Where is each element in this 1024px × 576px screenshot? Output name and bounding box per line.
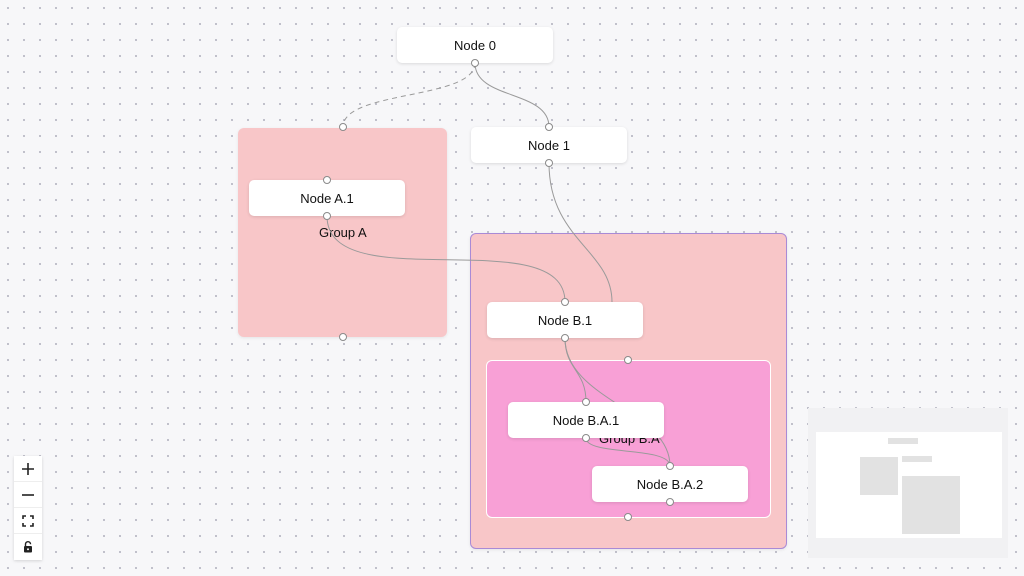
node-1-label: Node 1 bbox=[528, 137, 570, 153]
node-a1-source-handle[interactable] bbox=[323, 212, 331, 220]
node-0-source-handle[interactable] bbox=[471, 59, 479, 67]
node-ba2-label: Node B.A.2 bbox=[636, 476, 704, 492]
lock-button[interactable] bbox=[14, 534, 42, 560]
fit-view-button[interactable] bbox=[14, 508, 42, 534]
lock-icon bbox=[24, 541, 32, 553]
minimap-node bbox=[902, 456, 932, 462]
node-b1-label: Node B.1 bbox=[537, 312, 593, 328]
edge-node0-node1 bbox=[474, 62, 550, 128]
node-ba2-source-handle[interactable] bbox=[666, 498, 674, 506]
zoom-out-button[interactable] bbox=[14, 482, 42, 508]
group-ba-target-handle[interactable] bbox=[624, 356, 632, 364]
node-1-source-handle[interactable] bbox=[545, 159, 553, 167]
node-b1[interactable]: Node B.1 bbox=[487, 302, 643, 338]
minimap-viewport bbox=[816, 432, 1002, 538]
group-ba-source-handle[interactable] bbox=[624, 513, 632, 521]
minimap-group bbox=[860, 457, 898, 495]
node-ba1-source-handle[interactable] bbox=[582, 434, 590, 442]
fit-view-icon bbox=[22, 514, 34, 527]
node-b1-target-handle[interactable] bbox=[561, 298, 569, 306]
group-a-label: Group A bbox=[319, 225, 367, 240]
minimap[interactable] bbox=[808, 408, 1008, 558]
group-a-source-handle[interactable] bbox=[339, 333, 347, 341]
node-ba2[interactable]: Node B.A.2 bbox=[592, 466, 748, 502]
group-a-target-handle[interactable] bbox=[339, 123, 347, 131]
node-ba1-target-handle[interactable] bbox=[582, 398, 590, 406]
minus-icon bbox=[22, 493, 34, 496]
node-a1-target-handle[interactable] bbox=[323, 176, 331, 184]
node-0-label: Node 0 bbox=[454, 37, 496, 53]
minimap-group bbox=[902, 476, 960, 534]
node-ba2-target-handle[interactable] bbox=[666, 462, 674, 470]
minimap-node bbox=[888, 438, 918, 444]
plus-icon bbox=[22, 462, 34, 475]
zoom-in-button[interactable] bbox=[14, 456, 42, 482]
node-1-target-handle[interactable] bbox=[545, 123, 553, 131]
edge-node0-groupa bbox=[342, 62, 476, 128]
controls-panel bbox=[14, 456, 42, 560]
node-ba1[interactable]: Node B.A.1 bbox=[508, 402, 664, 438]
node-ba1-label: Node B.A.1 bbox=[552, 412, 620, 428]
node-0[interactable]: Node 0 bbox=[397, 27, 553, 63]
node-b1-source-handle[interactable] bbox=[561, 334, 569, 342]
node-1[interactable]: Node 1 bbox=[471, 127, 627, 163]
node-a1[interactable]: Node A.1 bbox=[249, 180, 405, 216]
node-a1-label: Node A.1 bbox=[300, 190, 354, 206]
